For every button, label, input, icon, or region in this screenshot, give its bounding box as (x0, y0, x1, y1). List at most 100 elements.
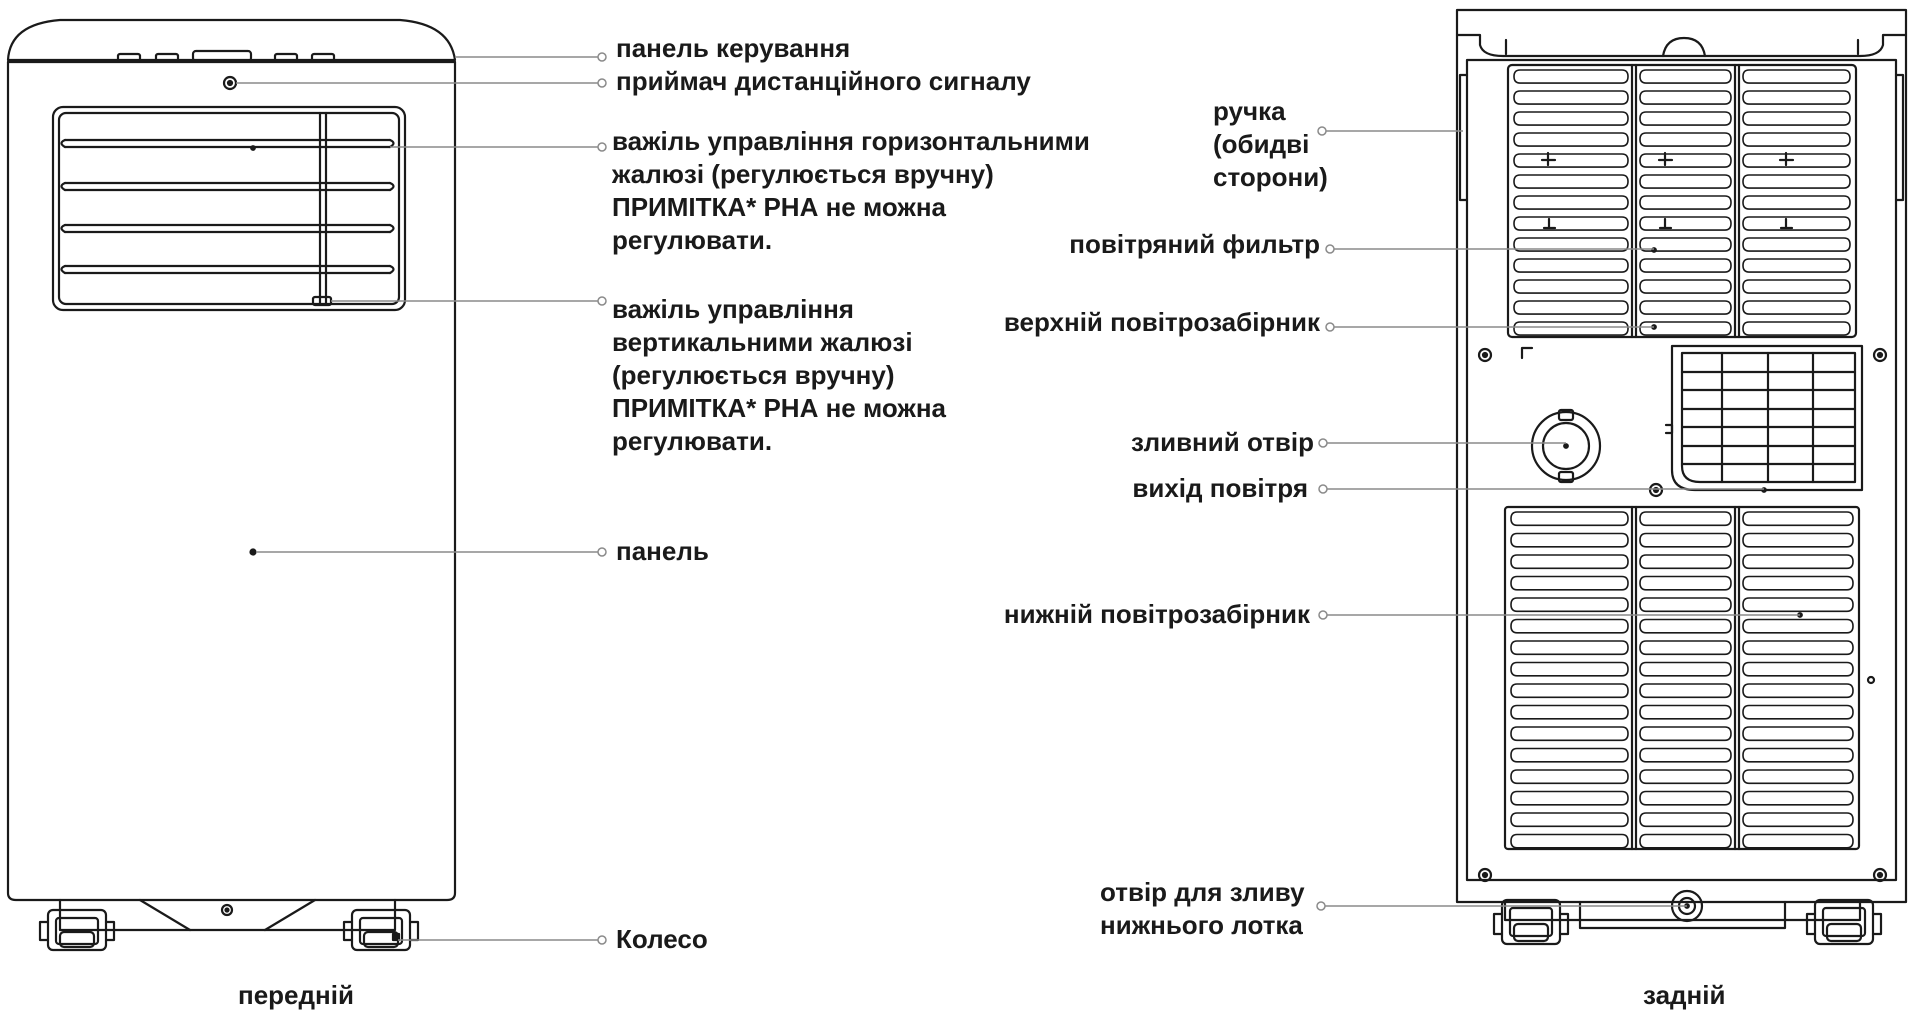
lower-vent-slot (1510, 532, 1629, 548)
lower-vent-slot (1510, 704, 1629, 720)
label-horizontal-louver-line: регулювати. (612, 225, 773, 255)
label-bottom-tray-drain-line: нижнього лотка (1100, 910, 1303, 940)
upper-vent-slot (1513, 279, 1629, 294)
louver-frame (51, 105, 407, 312)
front-unit (6, 18, 457, 952)
air-outlet-shape (1664, 344, 1864, 493)
lower-vent-slot (1639, 833, 1732, 849)
lower-vent-slot (1510, 683, 1629, 699)
lower-vent-slot (1639, 554, 1732, 570)
upper-vent-slot (1513, 195, 1629, 210)
lower-vent-slot (1742, 640, 1854, 656)
upper-vent-slot (1639, 258, 1732, 273)
upper-vent-slot (1639, 195, 1732, 210)
lower-vent-slot (1510, 747, 1629, 763)
label-vertical-louver-line: важіль управління (612, 294, 854, 324)
upper-vent-slot (1639, 216, 1732, 231)
label-vertical-louver-line: ПРИМІТКА* РНА не можна (612, 393, 947, 423)
lower-vent-slot (1510, 661, 1629, 677)
label-handle-line: (обидві (1213, 129, 1310, 159)
caption-back: задній (1643, 980, 1726, 1010)
horizontal-louvers (60, 138, 395, 275)
lower-vent-slot (1639, 769, 1732, 785)
label-horizontal-louver-line: ПРИМІТКА* РНА не можна (612, 192, 947, 222)
lower-vent-slot (1510, 726, 1629, 742)
label-upper-intake: верхній повітрозабірник (1003, 307, 1320, 337)
label-vertical-louver-line: вертикальними жалюзі (612, 327, 913, 357)
lower-vent-slot (1510, 812, 1629, 828)
caption-front: передній (238, 980, 354, 1010)
lower-vent-slot (1510, 618, 1629, 634)
lower-vent-slot (1742, 790, 1854, 806)
upper-vent-slot (1639, 132, 1732, 147)
lower-vent-slot (1510, 769, 1629, 785)
lower-vent-slot (1742, 683, 1854, 699)
front-body (6, 60, 457, 902)
lower-vent-slot (1639, 683, 1732, 699)
lower-vent-slot (1639, 618, 1732, 634)
upper-vent-slot (1639, 321, 1732, 336)
upper-vent-slot (1513, 111, 1629, 126)
lower-vent-slot (1742, 597, 1854, 613)
label-vertical-louver: важіль управління вертикальними жалюзі (… (612, 293, 946, 458)
label-wheel: Колесо (616, 924, 708, 954)
upper-vent-slot (1513, 300, 1629, 315)
lower-vent-slot (1742, 554, 1854, 570)
lower-vent-slot (1742, 661, 1854, 677)
upper-vent-slot (1639, 300, 1732, 315)
upper-intake-slots (1513, 69, 1851, 336)
front-top-cap (6, 18, 457, 62)
lower-vent-slot (1639, 726, 1732, 742)
upper-vent-slot (1742, 90, 1851, 105)
label-drain-hole: зливний отвір (1130, 427, 1314, 457)
lower-vent-slot (1742, 511, 1854, 527)
upper-vent-slot (1742, 195, 1851, 210)
back-body (1455, 33, 1908, 904)
back-wheel-left (1492, 898, 1570, 946)
lower-vent-slot (1639, 812, 1732, 828)
label-vertical-louver-line: регулювати. (612, 426, 773, 456)
upper-vent-slot (1513, 132, 1629, 147)
handle-left (1458, 73, 1469, 202)
upper-vent-slot (1513, 237, 1629, 252)
upper-vent-slot (1639, 90, 1732, 105)
upper-vent-slot (1639, 69, 1732, 84)
lower-vent-slot (1639, 790, 1732, 806)
lower-vent-slot (1742, 575, 1854, 591)
label-panel: панель (616, 536, 709, 566)
lower-vent-slot (1639, 747, 1732, 763)
drain-hole-shape (1530, 408, 1602, 484)
upper-vent-slot (1639, 153, 1732, 168)
label-air-outlet: вихід повітря (1132, 473, 1308, 503)
upper-vent-slot (1513, 90, 1629, 105)
lower-vent-slot (1639, 661, 1732, 677)
upper-vent-slot (1513, 258, 1629, 273)
label-handle-line: сторони) (1213, 162, 1328, 192)
lower-vent-slot (1742, 726, 1854, 742)
lower-vent-slot (1639, 704, 1732, 720)
upper-vent-slot (1639, 279, 1732, 294)
front-wheel-left (38, 908, 116, 952)
label-handle: ручка (обидві сторони) (1213, 95, 1328, 194)
lower-vent-slot (1742, 532, 1854, 548)
lower-vent-slot (1639, 597, 1732, 613)
lower-vent-slot (1742, 812, 1854, 828)
upper-vent-slot (1742, 258, 1851, 273)
control-panel-buttons (116, 49, 336, 63)
lower-vent-slot (1742, 618, 1854, 634)
label-horizontal-louver: важіль управління горизонтальними жалюзі… (612, 125, 1090, 257)
upper-vent-slot (1742, 300, 1851, 315)
lower-vent-slot (1510, 790, 1629, 806)
leader-lines (236, 56, 1800, 941)
front-base (58, 898, 397, 932)
upper-vent-slot (1513, 216, 1629, 231)
lower-vent-slot (1639, 532, 1732, 548)
lower-vent-slot (1742, 769, 1854, 785)
upper-vent-slot (1742, 321, 1851, 336)
upper-vent-slot (1742, 237, 1851, 252)
label-remote-receiver: приймач дистанційного сигналу (616, 66, 1031, 96)
lower-intake (1503, 505, 1861, 851)
lower-vent-slot (1639, 575, 1732, 591)
upper-vent-slot (1742, 132, 1851, 147)
